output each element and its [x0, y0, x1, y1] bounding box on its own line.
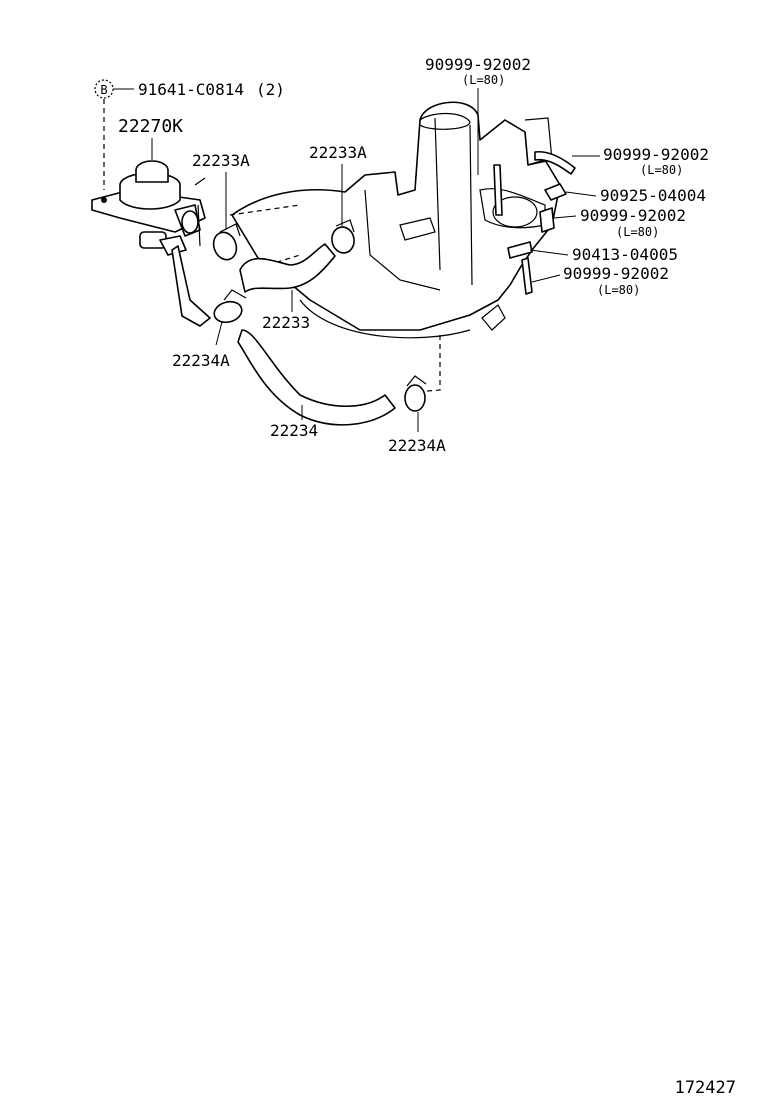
clamp-22234a-left-label: 22234A — [172, 351, 230, 370]
vacuum-hoses — [493, 150, 576, 295]
callout-hose-top: 90999-92002 (L=80) — [425, 55, 531, 175]
hose-r3-length: (L=80) — [597, 283, 640, 297]
callout-hose-r2: 90999-92002 (L=80) — [553, 206, 686, 239]
hose-r2-length: (L=80) — [616, 225, 659, 239]
hose-22233: 22233 — [239, 243, 336, 332]
bolt-marker: B — [100, 83, 107, 97]
hose-22233-label: 22233 — [262, 313, 310, 332]
figure-number: 172427 — [674, 1078, 736, 1098]
clamp-22233a-mid-label: 22233A — [309, 143, 367, 162]
union-part-number: 90925-04004 — [600, 186, 706, 205]
hose-top-length: (L=80) — [462, 73, 505, 87]
clamp-22234a-right: 22234A — [388, 375, 446, 455]
air-valve-assembly: 22270K — [91, 116, 211, 327]
hose-22234-label: 22234 — [270, 421, 318, 440]
bolt-part-number: 91641-C0814 — [138, 80, 244, 99]
hose-top-part-number: 90999-92002 — [425, 55, 531, 74]
clamp-22233a-left-label: 22233A — [192, 151, 250, 170]
callout-hose-r1: 90999-92002 (L=80) — [572, 145, 709, 177]
hose-r2-part-number: 90999-92002 — [580, 206, 686, 225]
hose-r3-part-number: 90999-92002 — [563, 264, 669, 283]
valve-part-number: 22270K — [118, 116, 183, 137]
clamp-22233a-mid: 22233A — [309, 143, 367, 254]
bolt-quantity: (2) — [256, 80, 285, 99]
callout-hose-r3: 90999-92002 (L=80) — [531, 264, 669, 297]
clamp-22234a-right-label: 22234A — [388, 436, 446, 455]
hose-r1-part-number: 90999-92002 — [603, 145, 709, 164]
callout-union: 90925-04004 — [565, 186, 706, 205]
hose-r1-length: (L=80) — [640, 163, 683, 177]
bolt-callout: B 91641-C0814 (2) — [94, 79, 285, 190]
clamp-22233a-left: 22233A — [192, 151, 250, 261]
hose-22234: 22234 — [237, 329, 396, 440]
callout-tee: 90413-04005 — [529, 245, 678, 264]
tee-part-number: 90413-04005 — [572, 245, 678, 264]
clamp-22234a-left: 22234A — [172, 289, 247, 370]
